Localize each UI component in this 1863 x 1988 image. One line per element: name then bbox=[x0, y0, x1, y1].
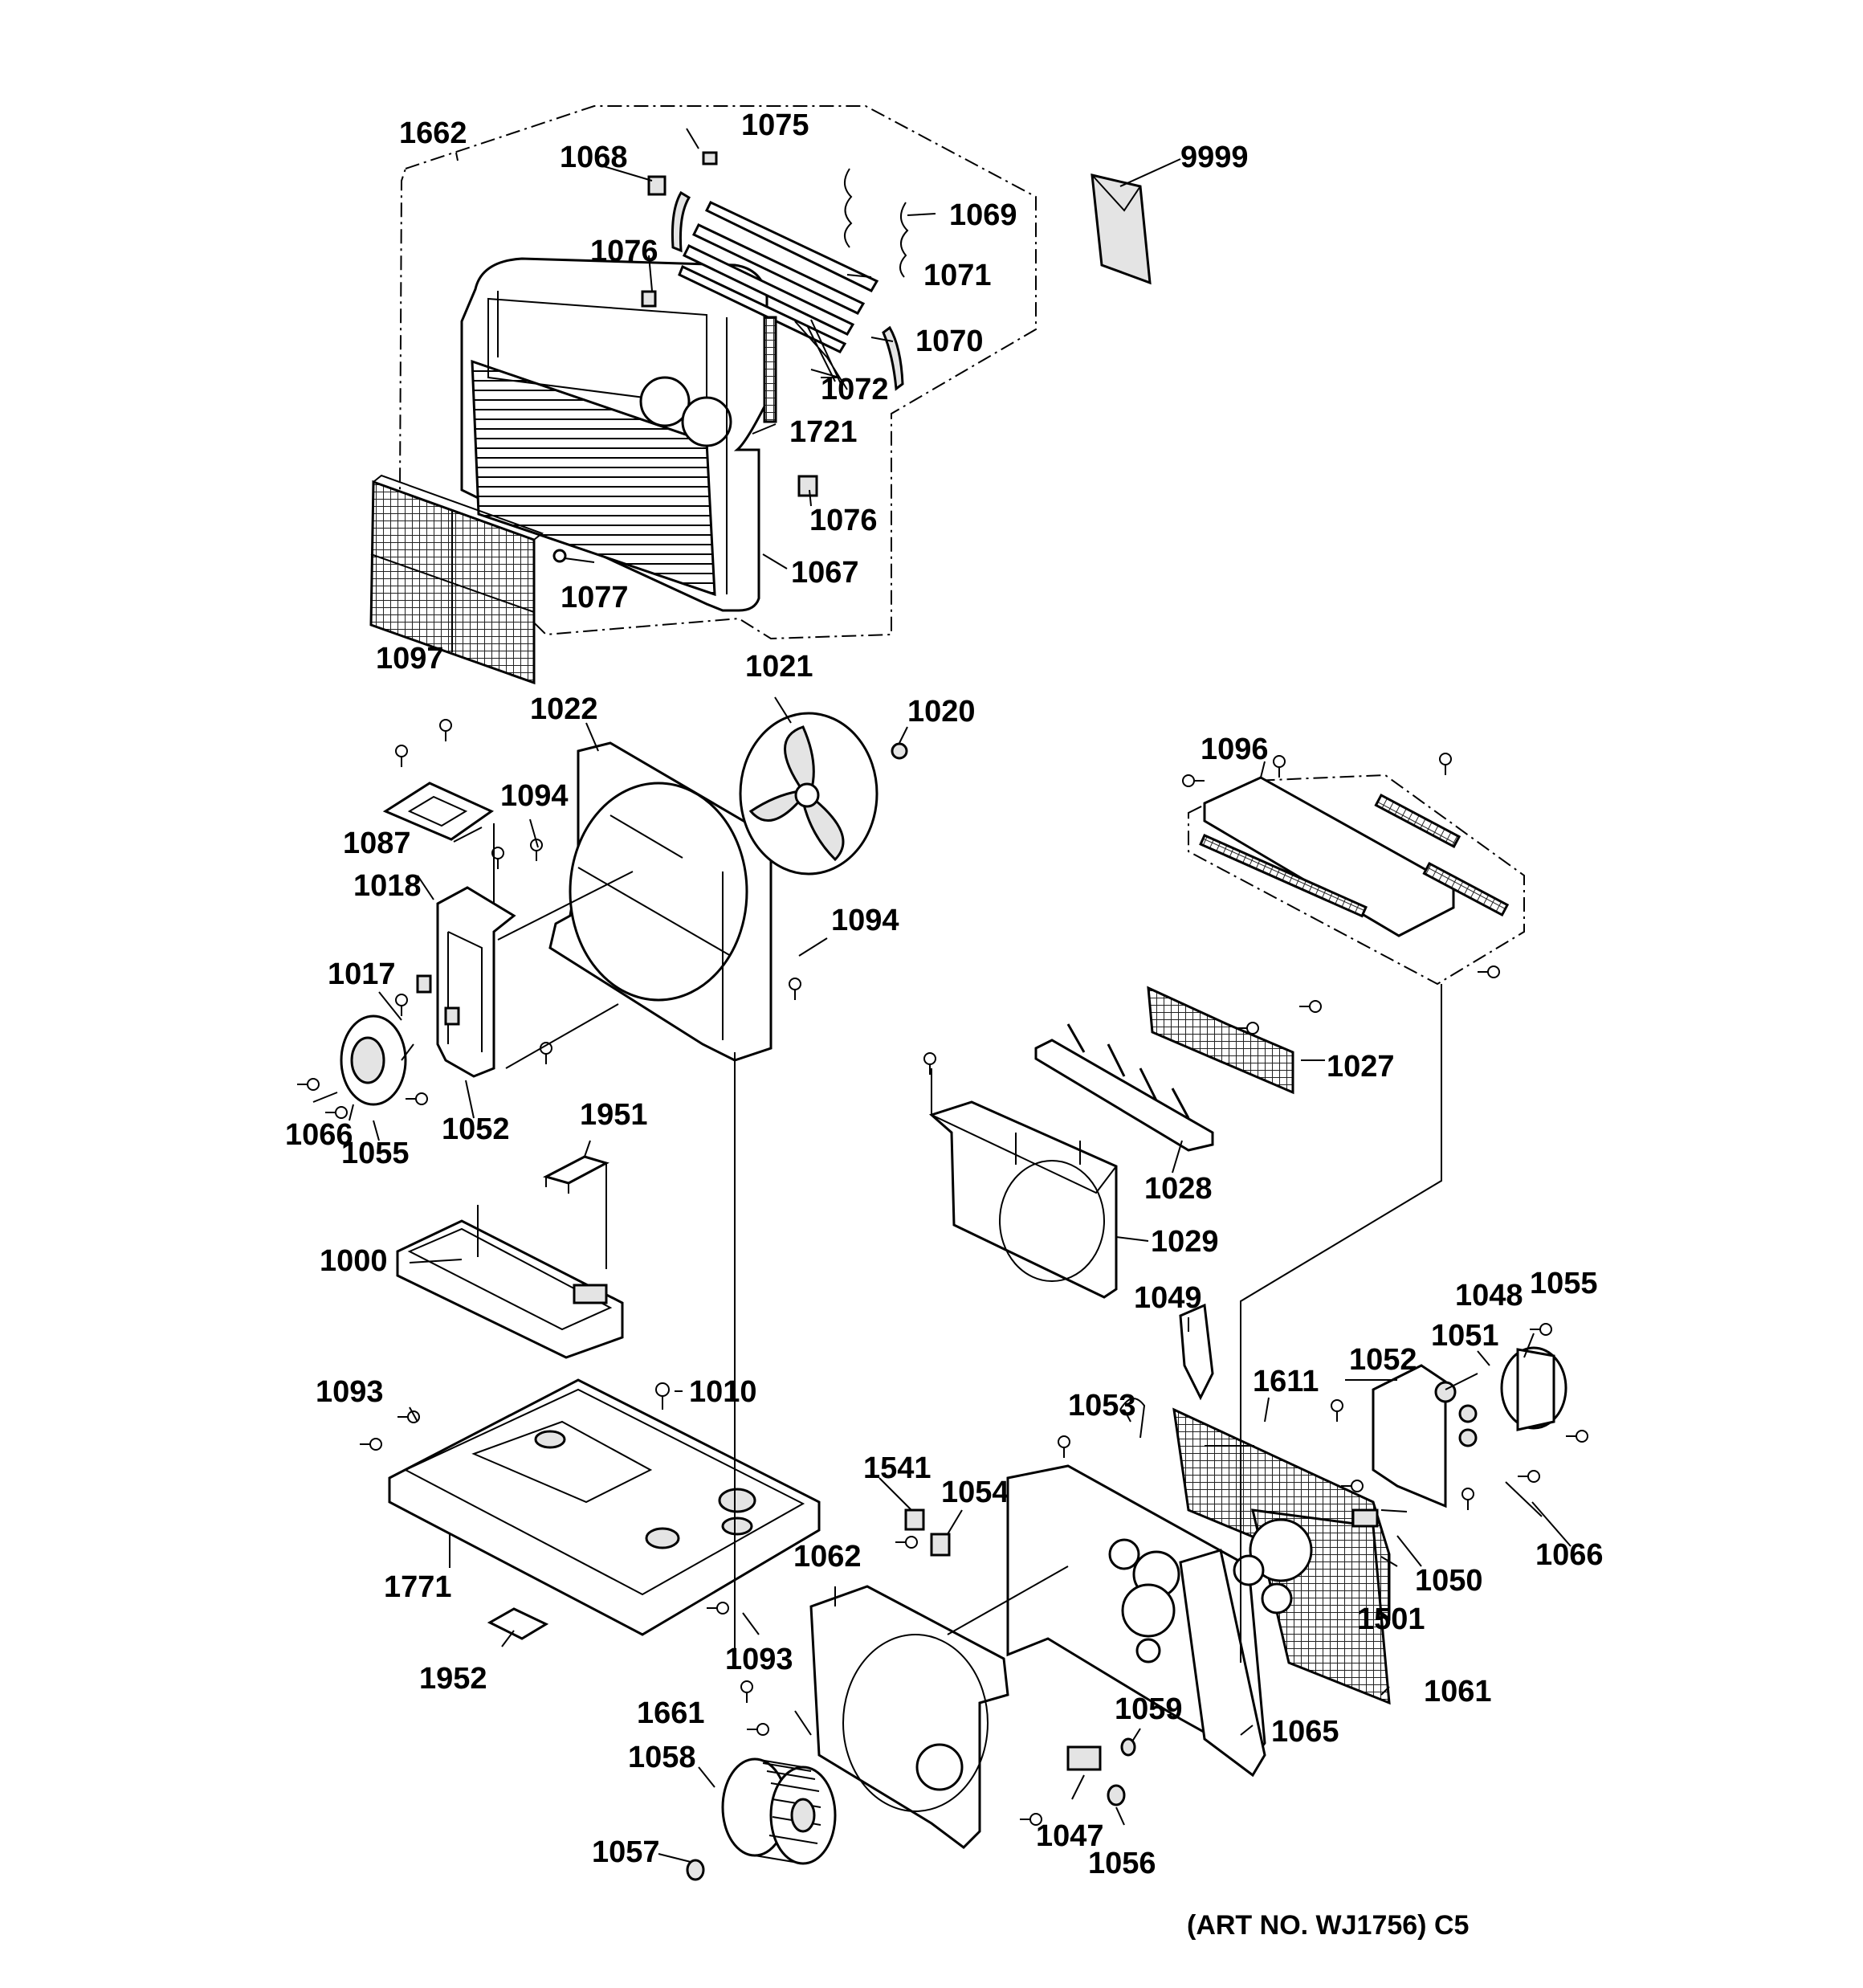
label-1070: 1070 bbox=[915, 325, 984, 358]
mounting-plate bbox=[382, 782, 495, 841]
label-1071: 1071 bbox=[923, 259, 992, 292]
label-1018: 1018 bbox=[353, 869, 422, 903]
label-1062: 1062 bbox=[793, 1540, 862, 1574]
label-1066-left: 1066 bbox=[285, 1118, 353, 1152]
base-pan bbox=[388, 1378, 821, 1636]
label-1077: 1077 bbox=[561, 581, 629, 614]
relay-1047 bbox=[1066, 1745, 1102, 1771]
label-1055-right: 1055 bbox=[1530, 1267, 1598, 1300]
blower-nut bbox=[686, 1859, 705, 1881]
terminal-1541 bbox=[904, 1508, 925, 1531]
clip-1068 bbox=[647, 175, 667, 196]
clip-1076-lower bbox=[797, 475, 818, 497]
label-1075: 1075 bbox=[741, 108, 809, 142]
label-1022: 1022 bbox=[530, 692, 598, 726]
drain-tray bbox=[396, 1219, 624, 1359]
clip-1076-upper bbox=[641, 290, 657, 308]
label-1072: 1072 bbox=[821, 373, 889, 406]
label-1501: 1501 bbox=[1357, 1602, 1425, 1636]
label-1047: 1047 bbox=[1036, 1819, 1104, 1853]
label-1027: 1027 bbox=[1327, 1050, 1395, 1084]
partition-section bbox=[904, 774, 1567, 1806]
blower-scroll-housing bbox=[809, 1585, 1009, 1849]
drain-seal bbox=[487, 1607, 549, 1640]
instruction-sheet bbox=[1090, 173, 1152, 285]
label-1771: 1771 bbox=[384, 1570, 452, 1604]
fan-nut bbox=[891, 742, 908, 760]
label-1048: 1048 bbox=[1455, 1279, 1523, 1312]
label-1021: 1021 bbox=[745, 650, 813, 684]
label-9999: 9999 bbox=[1180, 141, 1249, 174]
label-1029: 1029 bbox=[1151, 1225, 1219, 1259]
grommet-1059 bbox=[1120, 1737, 1136, 1757]
label-1068: 1068 bbox=[560, 141, 628, 174]
label-1061: 1061 bbox=[1424, 1675, 1492, 1708]
washer-1056 bbox=[1107, 1784, 1126, 1806]
label-1020: 1020 bbox=[907, 695, 976, 729]
label-1076-lower: 1076 bbox=[809, 504, 878, 537]
label-1662: 1662 bbox=[399, 116, 467, 150]
insulation-pad bbox=[542, 1155, 609, 1185]
motor-bracket bbox=[436, 886, 516, 1078]
label-1076-upper: 1076 bbox=[590, 235, 658, 268]
label-1069: 1069 bbox=[949, 198, 1017, 232]
clip-1075 bbox=[702, 151, 718, 165]
label-1094-upper: 1094 bbox=[500, 779, 569, 813]
support-rail bbox=[1034, 1039, 1214, 1152]
label-1000: 1000 bbox=[320, 1244, 388, 1278]
condenser-fan-section bbox=[312, 712, 908, 1106]
label-1721: 1721 bbox=[789, 415, 858, 449]
label-1055-left: 1055 bbox=[341, 1137, 410, 1170]
label-1951: 1951 bbox=[580, 1098, 648, 1132]
label-1058: 1058 bbox=[628, 1741, 696, 1774]
label-1028: 1028 bbox=[1144, 1172, 1213, 1206]
label-1056: 1056 bbox=[1088, 1847, 1156, 1880]
label-1017: 1017 bbox=[328, 957, 396, 991]
label-1052-right: 1052 bbox=[1349, 1343, 1417, 1377]
label-1097: 1097 bbox=[376, 642, 444, 676]
label-1049: 1049 bbox=[1134, 1281, 1202, 1315]
label-1053: 1053 bbox=[1068, 1389, 1136, 1423]
label-1057: 1057 bbox=[592, 1835, 660, 1869]
label-1059: 1059 bbox=[1115, 1692, 1183, 1726]
front-grille-assembly bbox=[369, 105, 1152, 685]
label-1096: 1096 bbox=[1201, 733, 1269, 766]
label-1952: 1952 bbox=[419, 1662, 487, 1696]
label-1661: 1661 bbox=[637, 1696, 705, 1730]
louver-bracket-right bbox=[882, 325, 904, 391]
label-1087: 1087 bbox=[343, 827, 411, 860]
motor-bracket-right bbox=[1372, 1364, 1447, 1508]
seal-strip bbox=[763, 316, 777, 423]
label-1051: 1051 bbox=[1431, 1319, 1499, 1353]
label-1611: 1611 bbox=[1253, 1365, 1319, 1398]
leader-lines bbox=[349, 128, 1572, 1863]
label-1093-lower: 1093 bbox=[725, 1643, 793, 1676]
label-1065: 1065 bbox=[1271, 1715, 1339, 1749]
label-1066-right: 1066 bbox=[1535, 1538, 1604, 1572]
part-labels: 1662 1075 1068 1069 1076 1071 1070 1072 … bbox=[285, 108, 1604, 1941]
base-pan-section bbox=[388, 1155, 1009, 1881]
label-1010: 1010 bbox=[689, 1375, 757, 1409]
label-1052-left: 1052 bbox=[442, 1112, 510, 1146]
capacitor-1054 bbox=[930, 1533, 951, 1557]
partition-panel bbox=[929, 1100, 1118, 1299]
label-1054: 1054 bbox=[941, 1476, 1009, 1509]
label-1050: 1050 bbox=[1415, 1564, 1483, 1598]
blower-wheel bbox=[721, 1757, 837, 1865]
label-1541: 1541 bbox=[863, 1451, 932, 1485]
art-number-caption: (ART NO. WJ1756) C5 bbox=[1187, 1910, 1469, 1941]
label-1093-upper: 1093 bbox=[316, 1375, 384, 1409]
mesh-screen bbox=[1147, 986, 1294, 1095]
label-1094-lower: 1094 bbox=[831, 904, 899, 937]
switch-1501 bbox=[1351, 1508, 1379, 1528]
louver-bracket-left bbox=[671, 190, 691, 253]
label-1067: 1067 bbox=[791, 556, 859, 590]
cover-plate-1049 bbox=[1179, 1303, 1214, 1401]
clip-1053 bbox=[1119, 1398, 1146, 1439]
